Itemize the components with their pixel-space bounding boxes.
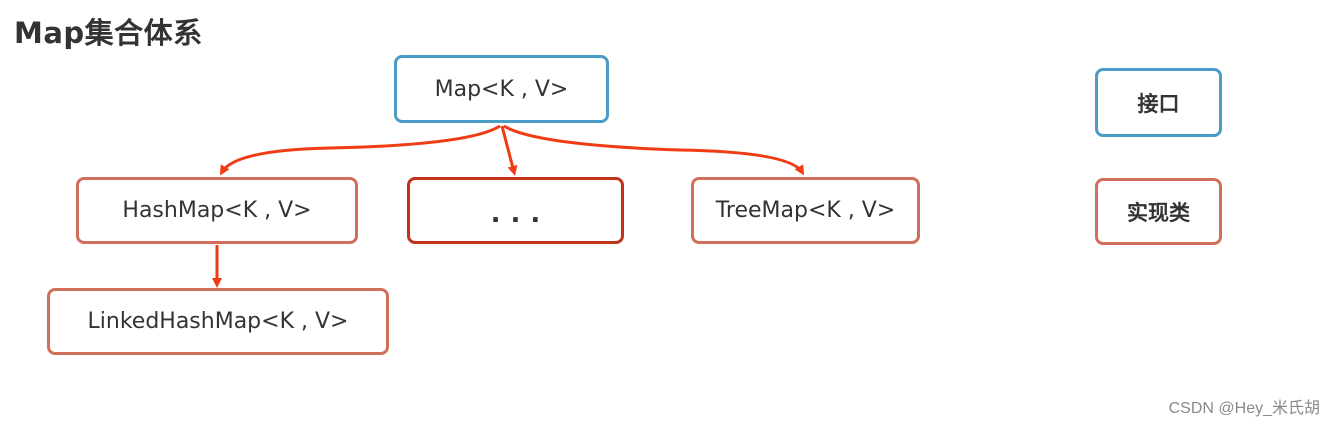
map-interface-label: Map<K , V> — [434, 76, 569, 102]
linkedhashmap-node: LinkedHashMap<K , V> — [47, 288, 389, 355]
legend-interface-box: 接口 — [1095, 68, 1222, 137]
arrow-map-to-hashmap — [219, 124, 501, 176]
treemap-label: TreeMap<K , V> — [715, 198, 896, 223]
legend-implementation-label: 实现类 — [1127, 200, 1190, 225]
arrow-map-to-others — [500, 125, 518, 176]
arrow-map-to-treemap — [503, 124, 805, 176]
legend-interface-label: 接口 — [1137, 91, 1180, 116]
hashmap-node: HashMap<K , V> — [76, 177, 358, 244]
hashmap-label: HashMap<K , V> — [122, 198, 312, 223]
treemap-node: TreeMap<K , V> — [691, 177, 920, 244]
map-interface-node: Map<K , V> — [394, 55, 609, 123]
linkedhashmap-label: LinkedHashMap<K , V> — [87, 309, 349, 334]
legend-implementation-box: 实现类 — [1095, 178, 1222, 245]
watermark: CSDN @Hey_米氏胡 — [1168, 400, 1320, 417]
diagram-title: Map集合体系 — [14, 16, 203, 50]
other-implementations-node: ... — [407, 177, 624, 244]
ellipsis-label: ... — [490, 198, 551, 229]
